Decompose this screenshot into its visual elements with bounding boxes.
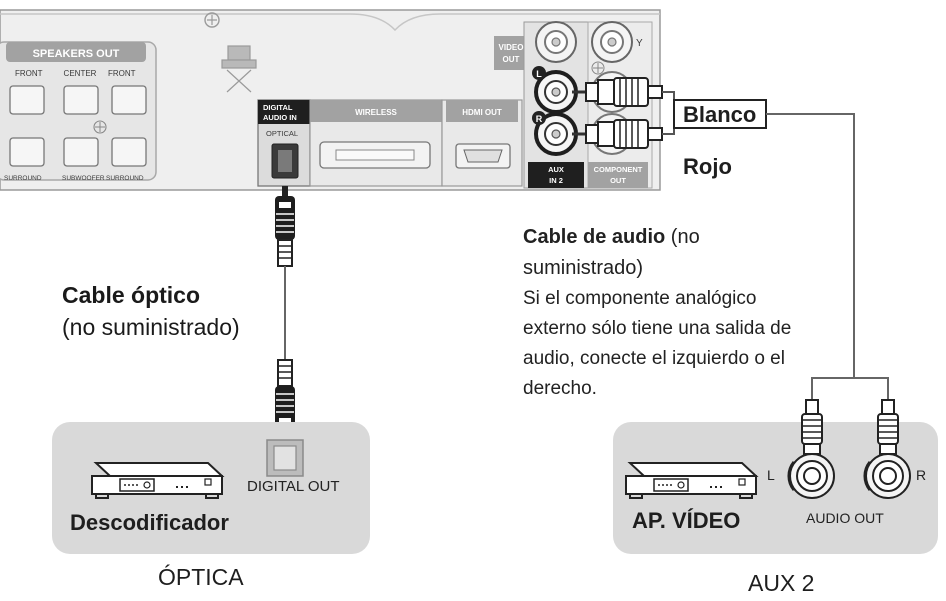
speaker-terminal	[9, 137, 45, 167]
speaker-terminal	[9, 85, 45, 115]
rca-plug-white	[572, 77, 663, 107]
speaker-terminal	[111, 85, 147, 115]
screw-icon	[204, 12, 220, 28]
digital-out-port-icon	[266, 439, 304, 477]
optical-label: OPTICAL	[266, 129, 298, 138]
y-label: Y	[636, 38, 643, 49]
svg-text:OUT: OUT	[503, 55, 520, 64]
digital-audio-in-block: DIGITAL AUDIO IN OPTICAL	[257, 99, 311, 187]
decoder-device-icon	[91, 462, 225, 499]
svg-text:R: R	[536, 114, 543, 124]
wireless-block: WIRELESS	[309, 99, 443, 187]
front-l-label: FRONT	[108, 69, 136, 78]
svg-text:OUT: OUT	[610, 176, 626, 185]
left-badge-icon	[532, 66, 546, 80]
right-device-panel	[613, 422, 938, 554]
surround-r-label: SURROUND	[4, 175, 42, 182]
audio-out-jack-l	[787, 453, 835, 499]
aux-in-2-label: AUX	[548, 165, 564, 174]
optical-cable-title: Cable óptico	[62, 282, 201, 308]
audio-out-label: AUDIO OUT	[806, 510, 884, 526]
audio-out-r-label: R	[916, 467, 927, 483]
video-out-label: VIDEO	[499, 43, 524, 52]
rca-wire	[662, 91, 675, 135]
video-player-name: AP. VÍDEO	[632, 508, 741, 533]
rca-plug-red	[572, 119, 663, 149]
hdmi-out-label: HDMI OUT	[462, 108, 502, 117]
optical-cable-subtitle: (no suministrado)	[62, 314, 240, 340]
svg-text:IN 2: IN 2	[549, 176, 563, 185]
digital-audio-in-label: DIGITAL	[263, 103, 293, 112]
rca-plug-right-device	[877, 399, 899, 455]
audio-cable-route	[766, 113, 889, 400]
speaker-terminal	[63, 85, 99, 115]
decoder-name: Descodificador	[70, 510, 229, 535]
audio-cable-text: Cable de audio (no suministrado) Si el c…	[523, 222, 823, 404]
blanco-label: Blanco	[683, 102, 757, 127]
front-r-label: FRONT	[15, 69, 43, 78]
audio-out-l-label: L	[767, 467, 775, 483]
right-badge-icon	[532, 111, 546, 125]
hdmi-block: HDMI OUT	[441, 99, 523, 187]
center-label: CENTER	[64, 69, 97, 78]
subwoofer-label: SUBWOOFER	[62, 175, 105, 182]
speakers-out-block: SPEAKERS OUT FRONT CENTER FRONT SURROUND…	[0, 41, 157, 182]
optica-caption: ÓPTICA	[158, 564, 244, 590]
surround-l-label: SURROUND	[106, 175, 144, 182]
rojo-label: Rojo	[683, 154, 732, 179]
optical-cable	[275, 186, 295, 440]
audio-out-jack-r	[863, 453, 911, 499]
ground-icon	[221, 45, 257, 93]
blanco-callout-box	[673, 99, 767, 129]
video-player-device-icon	[625, 462, 759, 499]
video-out-block: VIDEO OUT	[494, 36, 528, 70]
digital-out-label: DIGITAL OUT	[247, 478, 340, 495]
speakers-out-title: SPEAKERS OUT	[33, 48, 120, 60]
component-out-label: COMPONENT	[594, 165, 643, 174]
audio-cable-note: Si el componente analógico externo sólo …	[523, 288, 792, 399]
aux-2-caption: AUX 2	[748, 570, 815, 596]
svg-text:L: L	[536, 69, 542, 79]
wireless-label: WIRELESS	[355, 108, 397, 117]
rca-plug-left-device	[801, 399, 823, 455]
svg-text:AUDIO IN: AUDIO IN	[263, 113, 297, 122]
speaker-terminal	[63, 137, 99, 167]
speaker-terminal	[111, 137, 147, 167]
